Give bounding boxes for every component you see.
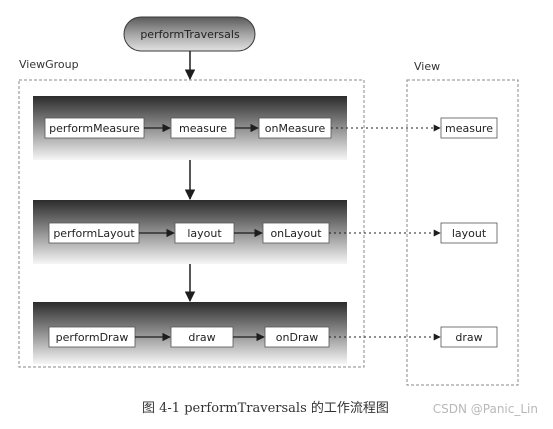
view-container: View [406,60,519,386]
measure-label: measure [179,122,227,135]
view-measure-label: measure [445,122,493,135]
view-draw-label: draw [455,331,482,344]
measure-row: performMeasure measure onMeasure [33,96,347,160]
perform-layout-label: performLayout [53,227,135,240]
watermark: CSDN @Panic_Lin [433,402,538,416]
perform-traversals-node: performTraversals [123,16,256,52]
view-draw-node [440,326,498,348]
layout-label: layout [187,227,222,240]
viewgroup-container: ViewGroup [18,58,365,368]
perform-measure-label: performMeasure [49,122,140,135]
on-measure-label: onMeasure [265,122,326,135]
perform-draw-label: performDraw [56,331,129,344]
draw-row: performDraw draw onDraw [33,302,347,364]
view-measure-node [440,117,498,139]
figure-caption: 图 4-1 performTraversals 的工作流程图 [142,400,389,416]
viewgroup-label: ViewGroup [19,58,79,71]
perform-traversals-label: performTraversals [140,28,240,41]
on-layout-label: onLayout [270,227,322,240]
draw-label: draw [188,331,215,344]
on-draw-label: onDraw [276,331,318,344]
view-label: View [414,60,440,73]
layout-row: performLayout layout onLayout [33,200,347,264]
view-layout-node [440,222,498,244]
view-layout-label: layout [452,227,487,240]
